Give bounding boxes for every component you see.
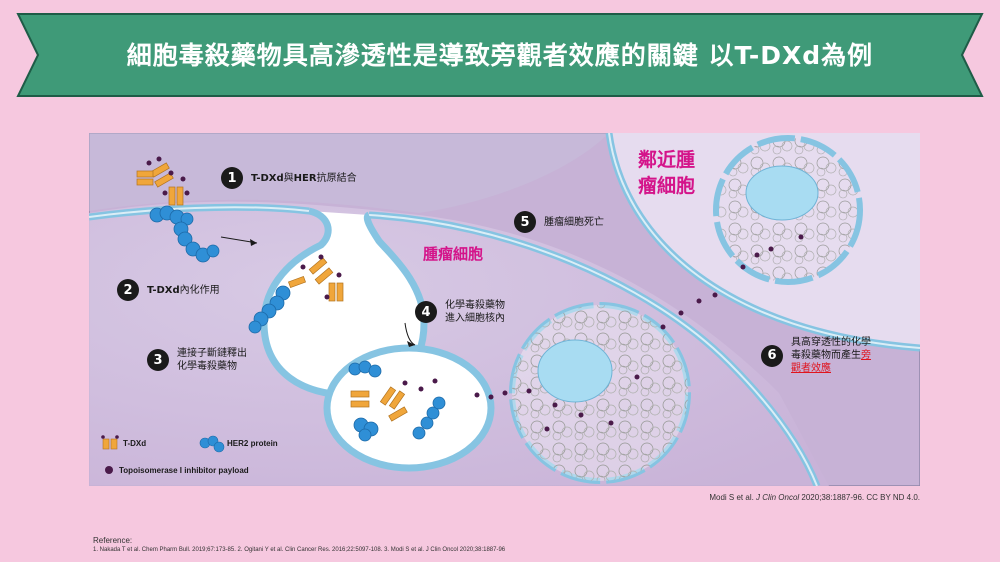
step-6-badge: 6 [761,344,783,367]
page-title: 細胞毒殺藥物具高滲透性是導致旁觀者效應的關鍵 以T-DXd為例 [126,41,874,70]
mechanism-figure: 1 T-DXd與HER抗原結合 2 T-DXd內化作用 3 連接子斷鏈釋出化學毒… [89,133,920,486]
internalized-her2-icon [248,285,291,334]
neighbor-nucleolus [745,165,819,221]
legend-her2-label: HER2 protein [227,439,278,448]
step-6-line3-red: 觀者效應 [791,363,831,374]
reference-list: 1. Nakada T et al. Chem Pharm Bull. 2019… [93,547,506,553]
reference-heading: Reference: [93,536,133,545]
neighbor-label-line1: 鄰近腫 [638,149,696,171]
step-5-badge: 5 [514,211,536,233]
step-2-text: 內化作用 [179,284,220,296]
step-1-bold: T-DXd [251,172,284,184]
legend-tdxd-label: T-DXd [123,439,147,448]
tumor-cell-label: 腫瘤細胞 [423,245,484,263]
endosome-her2-icon [348,360,446,442]
step-6-line2-red: 旁 [861,350,871,361]
banner-shape [16,13,984,97]
step-6-line2: 毒殺藥物而產生 [791,350,861,361]
neighbor-label-line2: 瘤細胞 [638,175,696,197]
step-3-line1: 連接子斷鏈釋出 [177,348,247,359]
legend-her2-icon [199,435,225,453]
credit-pre: Modi S et al. [709,493,757,502]
step-4-line1: 化學毒殺藥物 [445,300,505,311]
her2-protein-icon [149,205,220,263]
step-5: 5 腫瘤細胞死亡 [514,211,604,233]
tdxd-antibody-icon [136,156,190,206]
neighbor-cell-label: 鄰近腫 瘤細胞 [638,147,695,199]
step-1-bold2: HER [293,172,317,184]
credit-post: 2020;38:1887-96. CC BY ND 4.0. [799,493,920,502]
released-antibody-icon [350,386,408,422]
step-5-text: 腫瘤細胞死亡 [544,216,604,228]
step-1-mid: 與 [283,172,294,184]
title-banner: 細胞毒殺藥物具高滲透性是導致旁觀者效應的關鍵 以T-DXd為例 [0,0,1000,110]
step-1-text: 抗原結合 [316,172,357,184]
tumor-nucleolus [537,339,613,403]
figure-canvas [89,133,920,486]
credit-journal: J Clin Oncol [756,493,800,502]
step-4-line2: 進入細胞核內 [445,313,505,324]
step-2-bold: T-DXd [147,284,180,296]
step-1-badge: 1 [221,167,243,189]
step-3-badge: 3 [147,349,169,371]
step-4: 4 化學毒殺藥物進入細胞核內 [415,299,505,325]
figure-credit: Modi S et al. J Clin Oncol 2020;38:1887-… [620,493,920,502]
legend-tdxd-icon [101,435,119,450]
legend-payload-icon [105,466,113,474]
payload-dots [402,234,804,432]
step-2-badge: 2 [117,279,139,301]
step-6-line1: 具高穿透性的化學 [791,337,871,348]
step-6: 6 具高穿透性的化學 毒殺藥物而產生旁 觀者效應 [761,336,871,375]
legend-payload-label: Topoisomerase I inhibitor payload [119,466,249,475]
step-3-line2: 化學毒殺藥物 [177,361,237,372]
step-2: 2 T-DXd內化作用 [117,279,220,301]
step-1: 1 T-DXd與HER抗原結合 [221,167,357,189]
step-4-badge: 4 [415,301,437,323]
internalized-tdxd-icon [288,254,344,302]
step-3: 3 連接子斷鏈釋出化學毒殺藥物 [147,347,247,373]
